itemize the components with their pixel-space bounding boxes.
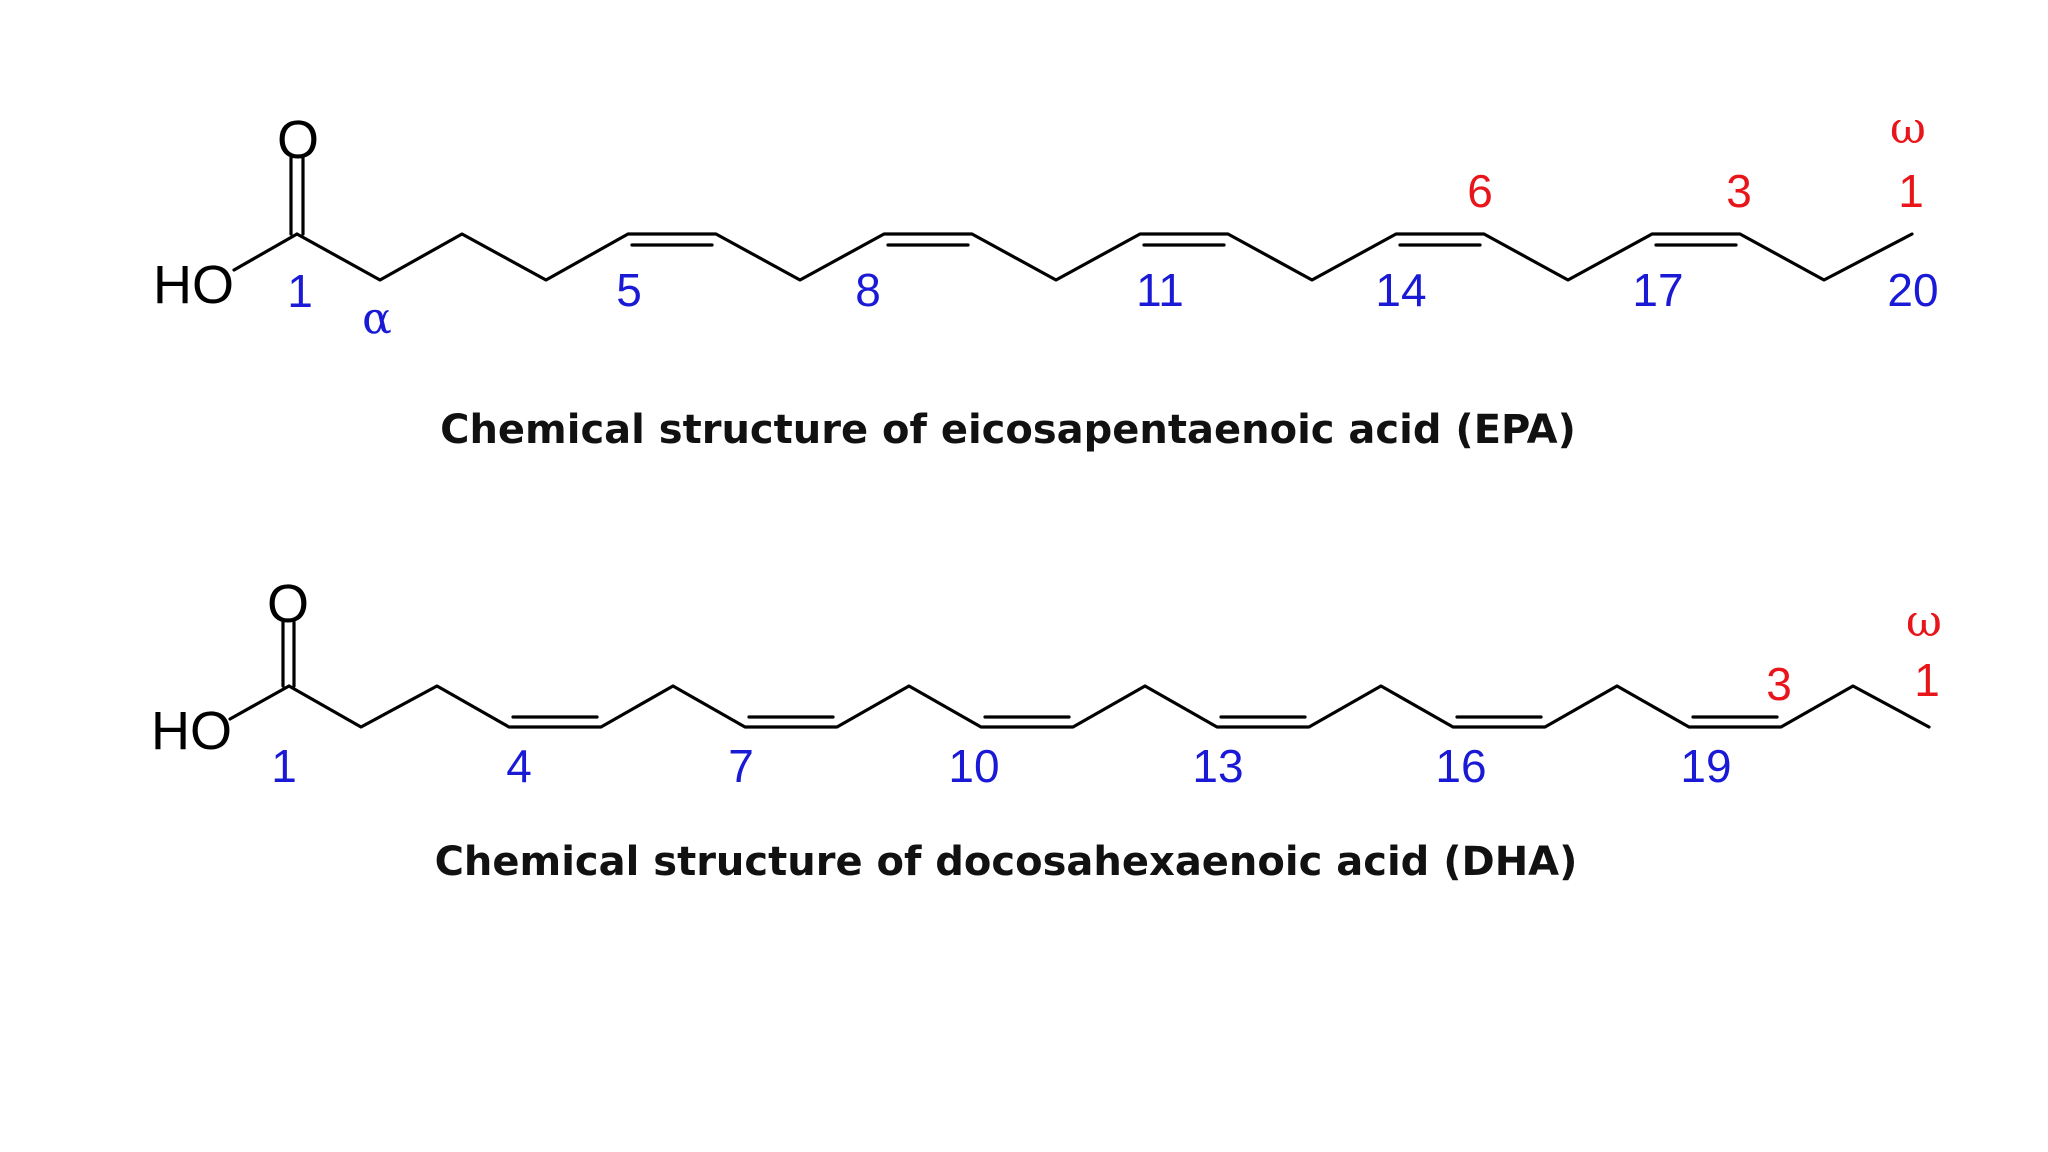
epa-structure: O HO 1 α 5 8 11 14 17 20 6 3 ω 1 Chemica… xyxy=(153,103,1939,453)
epa-carbon-chain xyxy=(295,232,1914,282)
dha-omega-3-label: 3 xyxy=(1766,658,1792,710)
dha-hydroxyl-bond xyxy=(228,684,291,721)
dha-carbon-chain xyxy=(287,684,1931,729)
dha-carbon-1-label: 1 xyxy=(271,740,297,792)
epa-hydroxyl-bond xyxy=(232,232,299,272)
dha-carbon-16-label: 16 xyxy=(1435,740,1486,792)
dha-omega-symbol: ω xyxy=(1906,596,1942,647)
epa-carbon-1-label: 1 xyxy=(287,265,313,317)
dha-carbon-13-label: 13 xyxy=(1192,740,1243,792)
dha-structure: O HO 1 4 7 10 13 16 19 3 ω 1 Chemical st… xyxy=(151,574,1942,885)
epa-chain-backbone xyxy=(295,232,1914,282)
dha-carbon-19-label: 19 xyxy=(1680,740,1731,792)
epa-oxygen-label: O xyxy=(277,110,319,170)
dha-chain-backbone xyxy=(287,684,1931,729)
dha-carbon-7-label: 7 xyxy=(728,740,754,792)
epa-carbon-8-label: 8 xyxy=(855,264,881,316)
epa-alpha-label: α xyxy=(362,293,392,344)
epa-omega-symbol: ω xyxy=(1890,103,1926,154)
epa-carbon-20-label: 20 xyxy=(1887,264,1938,316)
epa-carbon-11-label: 11 xyxy=(1136,264,1184,316)
epa-caption: Chemical structure of eicosapentaenoic a… xyxy=(440,407,1576,453)
epa-omega-1-label: 1 xyxy=(1898,165,1924,217)
epa-omega-3-label: 3 xyxy=(1726,165,1752,217)
epa-hydroxyl-label: HO xyxy=(153,255,234,315)
dha-caption: Chemical structure of docosahexaenoic ac… xyxy=(435,839,1578,885)
epa-carbon-14-label: 14 xyxy=(1375,264,1426,316)
epa-carbon-5-label: 5 xyxy=(616,264,642,316)
dha-hydroxyl-label: HO xyxy=(151,701,232,761)
dha-carbon-4-label: 4 xyxy=(506,740,532,792)
dha-oxygen-label: O xyxy=(267,574,309,634)
dha-carbon-10-label: 10 xyxy=(948,740,999,792)
dha-omega-1-label: 1 xyxy=(1914,654,1940,706)
epa-omega-6-label: 6 xyxy=(1467,165,1493,217)
epa-carbon-17-label: 17 xyxy=(1632,264,1683,316)
